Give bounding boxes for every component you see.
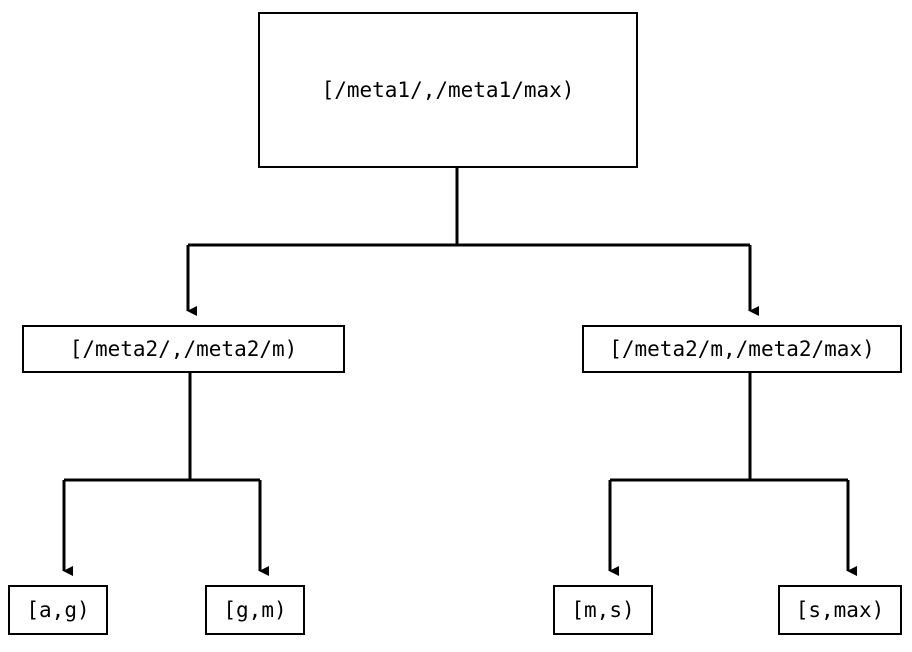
edge-mid-right-to-leaves [608, 373, 857, 576]
tree-node-leaf-gm[interactable]: [g,m) [205, 585, 305, 635]
tree-node-mid-left-label: [/meta2/,/meta2/m) [69, 337, 298, 361]
tree-node-root-label: [/meta1/,/meta1/max) [321, 78, 575, 102]
tree-node-mid-left[interactable]: [/meta2/,/meta2/m) [22, 325, 345, 373]
edge-mid-left-to-leaves [62, 373, 269, 576]
tree-node-leaf-smax-label: [s,max) [795, 598, 885, 622]
tree-node-mid-right[interactable]: [/meta2/m,/meta2/max) [582, 325, 902, 373]
tree-node-leaf-smax[interactable]: [s,max) [778, 585, 902, 635]
tree-node-leaf-ms-label: [m,s) [571, 598, 635, 622]
tree-node-leaf-ms[interactable]: [m,s) [553, 585, 653, 635]
tree-node-leaf-ag[interactable]: [a,g) [8, 585, 108, 635]
tree-node-leaf-gm-label: [g,m) [223, 598, 287, 622]
tree-node-leaf-ag-label: [a,g) [26, 598, 90, 622]
tree-node-mid-right-label: [/meta2/m,/meta2/max) [609, 337, 875, 361]
tree-node-root[interactable]: [/meta1/,/meta1/max) [258, 12, 638, 168]
edge-root-to-level1 [186, 168, 759, 316]
